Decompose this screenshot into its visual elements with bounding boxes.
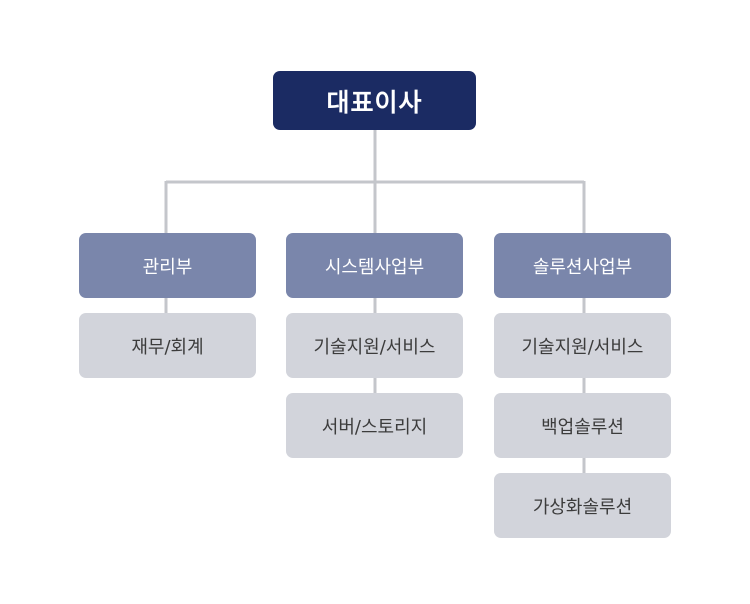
ceo-label: 대표이사 xyxy=(326,87,423,117)
department-label: 관리부 xyxy=(142,256,193,278)
department-label: 솔루션사업부 xyxy=(532,256,633,278)
team-node-system-tech-support: 기술지원/서비스 xyxy=(286,313,463,378)
team-node-server-storage: 서버/스토리지 xyxy=(286,393,463,458)
department-node-admin: 관리부 xyxy=(79,233,256,298)
team-node-solution-tech-support: 기술지원/서비스 xyxy=(494,313,671,378)
team-node-backup-solution: 백업솔루션 xyxy=(494,393,671,458)
team-node-finance: 재무/회계 xyxy=(79,313,256,378)
team-label: 기술지원/서비스 xyxy=(313,336,436,358)
team-node-virtualization-solution: 가상화솔루션 xyxy=(494,473,671,538)
department-label: 시스템사업부 xyxy=(324,256,425,278)
ceo-node: 대표이사 xyxy=(273,71,476,130)
team-label: 재무/회계 xyxy=(131,336,204,358)
department-node-system: 시스템사업부 xyxy=(286,233,463,298)
team-label: 기술지원/서비스 xyxy=(521,336,644,358)
department-node-solution: 솔루션사업부 xyxy=(494,233,671,298)
team-label: 백업솔루션 xyxy=(541,416,624,438)
team-label: 서버/스토리지 xyxy=(321,416,428,438)
team-label: 가상화솔루션 xyxy=(532,496,633,518)
